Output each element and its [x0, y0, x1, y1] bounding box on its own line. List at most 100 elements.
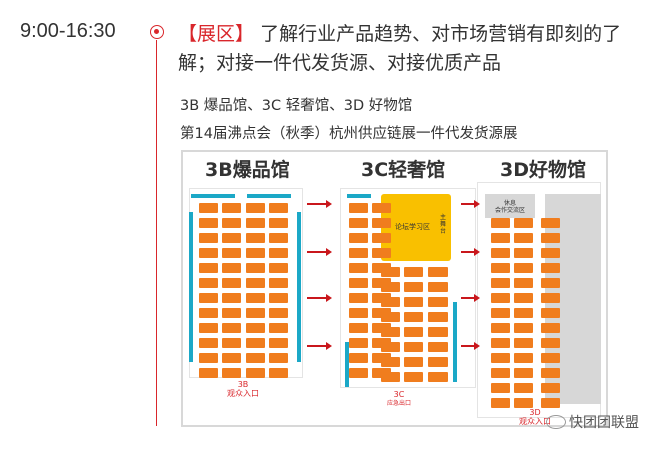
route-arrow [307, 294, 332, 302]
booth [222, 248, 241, 258]
booth [246, 203, 265, 213]
timeline-line [156, 40, 157, 426]
booth [246, 248, 265, 258]
booth [246, 368, 265, 378]
side-strip [189, 212, 193, 362]
booth [372, 248, 391, 258]
booth [514, 263, 533, 273]
booth [246, 308, 265, 318]
booth [269, 233, 288, 243]
booth [269, 308, 288, 318]
booth [541, 338, 560, 348]
booth [429, 327, 448, 337]
booth [491, 368, 510, 378]
booth [491, 323, 510, 333]
exit-label: 观众入口 [519, 417, 551, 426]
booth [514, 233, 533, 243]
booth [541, 398, 560, 408]
booth [541, 218, 560, 228]
booth [514, 248, 533, 258]
booth [199, 278, 218, 288]
booth [514, 398, 533, 408]
booth [222, 278, 241, 288]
exit-code: 3D [529, 408, 541, 417]
booth [541, 293, 560, 303]
booth [381, 327, 400, 337]
booth [222, 218, 241, 228]
booth [199, 293, 218, 303]
booth [491, 293, 510, 303]
booth [429, 267, 448, 277]
booth [372, 233, 391, 243]
booth [429, 342, 448, 352]
booth [199, 323, 218, 333]
booth [541, 248, 560, 258]
booth [491, 263, 510, 273]
booth [514, 323, 533, 333]
booth [381, 372, 400, 382]
booth [199, 248, 218, 258]
lounge-area: 休息 会作交流区 [485, 194, 535, 218]
side-strip [347, 194, 371, 198]
booth [349, 218, 368, 228]
booth [541, 323, 560, 333]
route-arrow [461, 200, 480, 208]
booth [199, 308, 218, 318]
side-strip [453, 302, 457, 382]
booth [349, 233, 368, 243]
booth [541, 368, 560, 378]
booth [541, 353, 560, 363]
booth [269, 263, 288, 273]
booth [199, 338, 218, 348]
booth [269, 353, 288, 363]
booth [269, 338, 288, 348]
booth [514, 293, 533, 303]
route-arrow [307, 342, 332, 350]
booth [246, 263, 265, 273]
booth [246, 293, 265, 303]
booth [491, 248, 510, 258]
booth [404, 342, 423, 352]
booth [246, 338, 265, 348]
hall-3c [340, 188, 476, 388]
booth [541, 308, 560, 318]
booth [199, 218, 218, 228]
booth [269, 323, 288, 333]
watermark-text: 快团团联盟 [569, 415, 639, 431]
booth [491, 233, 510, 243]
hall-3c-title: 3C轻奢馆 [361, 159, 446, 181]
route-arrow [461, 248, 480, 256]
booth [514, 353, 533, 363]
booth [404, 282, 423, 292]
booth [246, 278, 265, 288]
booth [514, 308, 533, 318]
side-strip [297, 212, 301, 362]
hall-3b-title: 3B爆品馆 [205, 159, 290, 181]
booth [222, 233, 241, 243]
booth [514, 338, 533, 348]
session-time: 9:00-16:30 [20, 20, 116, 42]
booth [349, 203, 368, 213]
booth [222, 263, 241, 273]
booth [429, 282, 448, 292]
route-arrow [461, 342, 480, 350]
event-line: 第14届沸点会（秋季）杭州供应链展一件代发货源展 [180, 126, 518, 142]
booth [199, 263, 218, 273]
booth [349, 248, 368, 258]
booth [269, 203, 288, 213]
booth [541, 278, 560, 288]
booth [429, 312, 448, 322]
booth [349, 293, 368, 303]
booth [269, 293, 288, 303]
booth [381, 312, 400, 322]
booth [269, 248, 288, 258]
booth [246, 218, 265, 228]
booth [429, 297, 448, 307]
booth [404, 312, 423, 322]
booth [491, 308, 510, 318]
stage-label: 主舞台 [439, 214, 446, 235]
booth [199, 353, 218, 363]
booth [246, 323, 265, 333]
halls-line: 3B 爆品馆、3C 轻奢馆、3D 好物馆 [180, 98, 413, 114]
booth [381, 282, 400, 292]
